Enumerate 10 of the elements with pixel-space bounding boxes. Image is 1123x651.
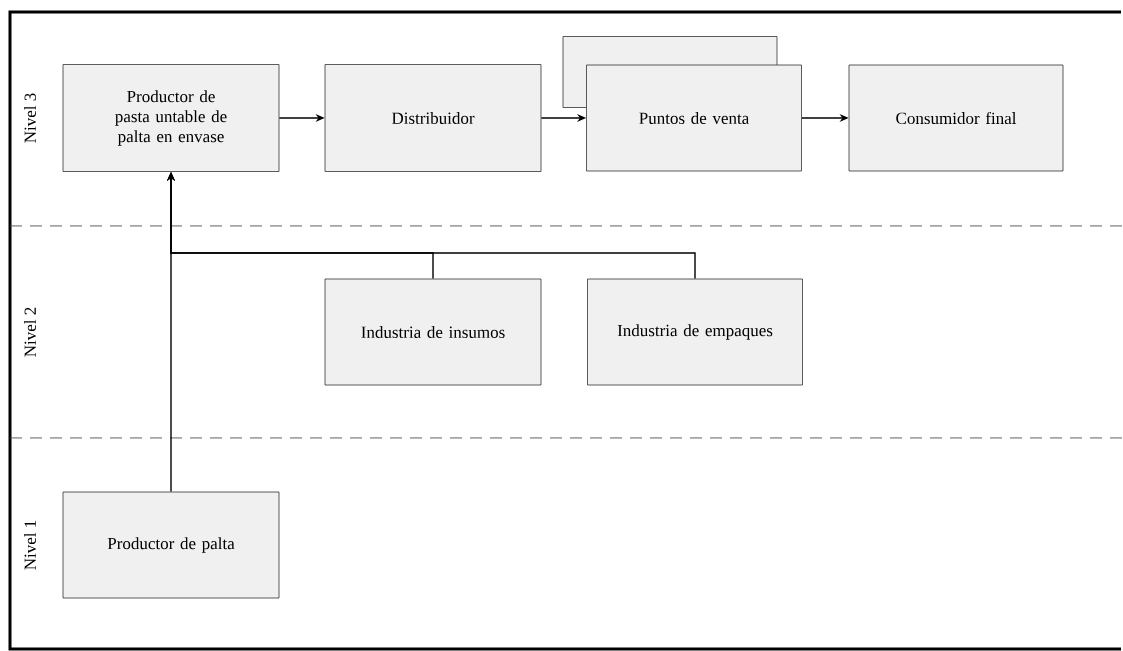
level-label: Nivel 1 (24, 520, 36, 570)
process-box: Distribuidor (324, 64, 542, 172)
level-label: Nivel 3 (24, 93, 36, 143)
process-box: Productor de palta (62, 491, 280, 599)
process-box: Consumidor final (848, 64, 1064, 172)
process-box: Puntos de venta (586, 64, 802, 172)
level-label: Nivel 2 (24, 307, 36, 357)
process-box: Industria de insumos (324, 278, 542, 386)
process-box: Industria de empaques (587, 278, 803, 386)
process-box: Productor de pasta untable de palta en envase (62, 64, 280, 172)
